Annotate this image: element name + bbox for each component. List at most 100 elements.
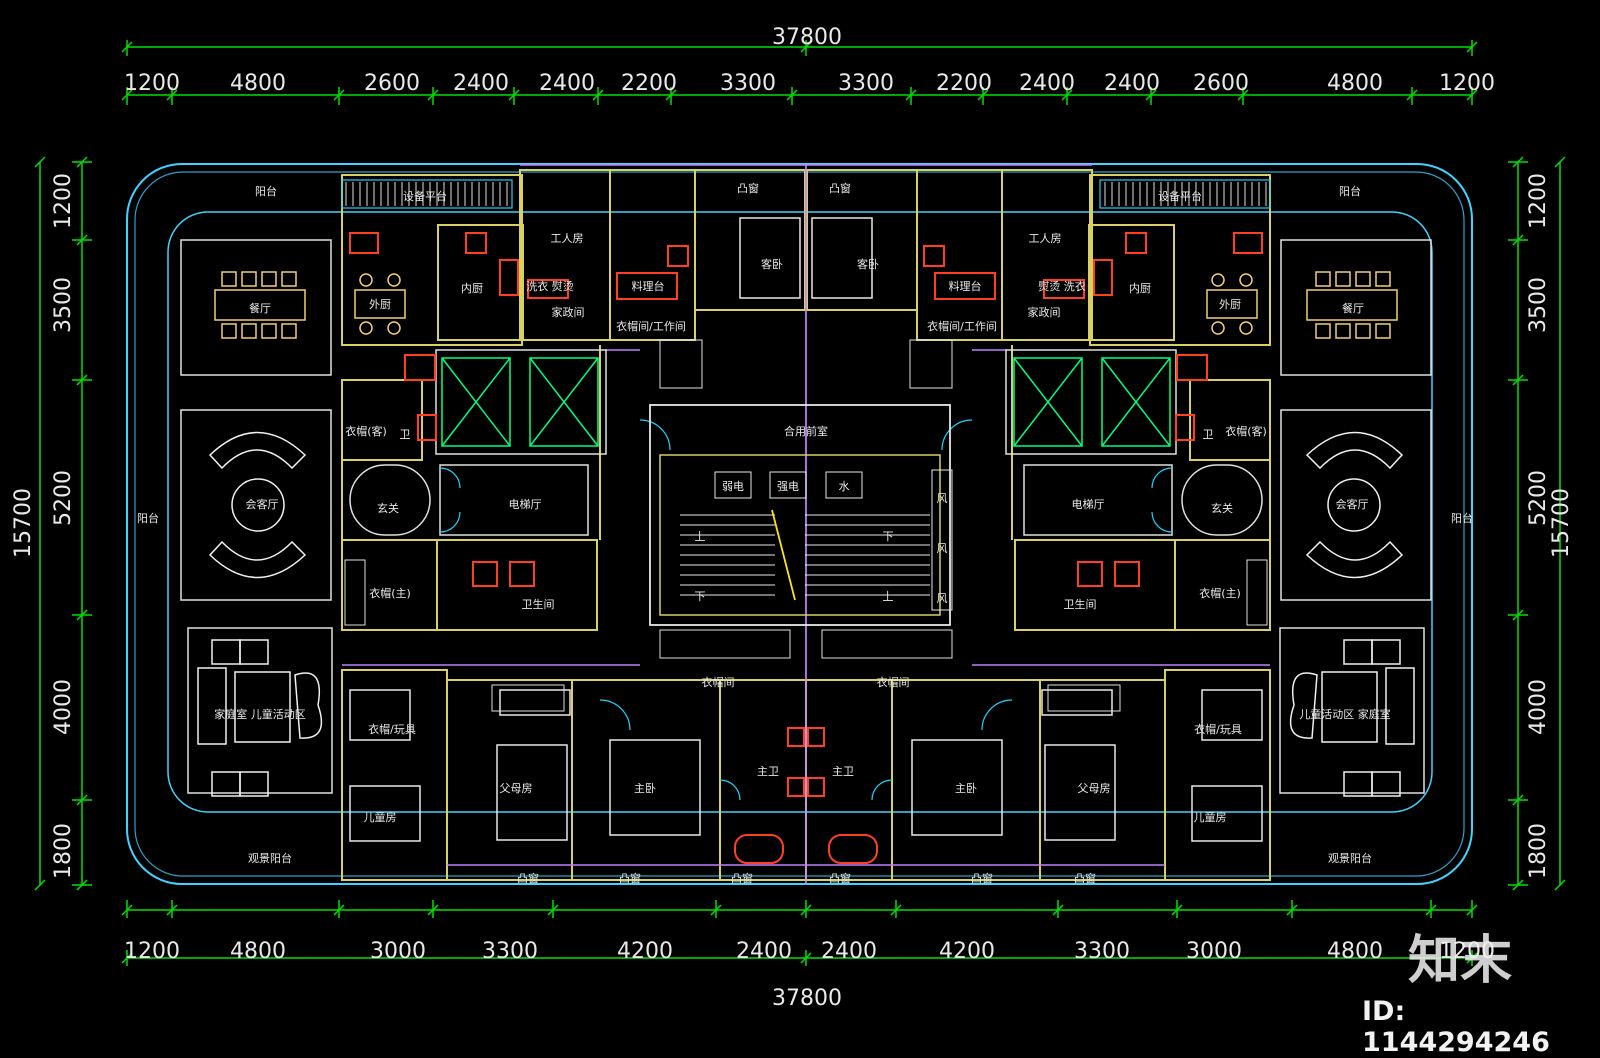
bottom-dim-6: 2400 (736, 939, 792, 964)
label-weak-electric: 弱电 (722, 480, 744, 493)
bottom-dimension-labels: 1200 4800 3000 3300 4200 2400 2400 4200 … (124, 939, 1495, 964)
label-cloak-toys-right: 衣帽/玩具 (1194, 722, 1242, 736)
top-dim-12: 2600 (1193, 71, 1249, 96)
label-master-bedroom-right: 主卧 (955, 782, 977, 795)
label-wc-right: 卫 (1203, 428, 1214, 441)
bottom-overall-dimension: 37800 (772, 986, 842, 1011)
label-household-left: 家政间 (552, 305, 585, 319)
top-dim-10: 2400 (1019, 71, 1075, 96)
label-wc-left: 卫 (400, 428, 411, 441)
label-equipment-platform-right: 设备平台 (1158, 189, 1202, 203)
label-wind-1: 风 (937, 492, 948, 505)
label-bay-window-b2: 凸窗 (619, 871, 641, 885)
label-wind-2: 风 (937, 542, 948, 555)
dimension-lines (39, 46, 1561, 959)
label-view-balcony-left: 观景阳台 (248, 851, 292, 865)
left-dim-2: 3500 (51, 277, 76, 333)
label-master-bath-left: 主卫 (757, 765, 779, 778)
label-bay-window-b6: 凸窗 (1074, 871, 1096, 885)
top-dimension-labels: 1200 4800 2600 2400 2400 2200 3300 3300 … (124, 71, 1495, 96)
left-dim-4: 4000 (51, 679, 76, 735)
bottom-dim-9: 3300 (1074, 939, 1130, 964)
label-parents-left: 父母房 (500, 782, 533, 795)
label-bay-window-2: 凸窗 (829, 181, 851, 195)
label-cloak-guest-right: 衣帽(客) (1225, 424, 1267, 438)
label-shared-lobby: 合用前室 (784, 424, 828, 438)
label-maid-room-right: 工人房 (1029, 232, 1062, 245)
bottom-dim-12: 1200 (1439, 939, 1495, 964)
label-bay-window-b1: 凸窗 (517, 871, 539, 885)
watermark-id: ID: 1144294246 (1362, 996, 1550, 1058)
label-outer-kitchen-left: 外厨 (369, 298, 391, 311)
top-dim-13: 4800 (1327, 71, 1383, 96)
label-balcony-right: 阳台 (1451, 511, 1473, 525)
label-inner-kitchen-left: 内厨 (461, 281, 483, 295)
bottom-dim-11: 4800 (1327, 939, 1383, 964)
top-dim-14: 1200 (1439, 71, 1495, 96)
label-pantry-left: 料理台 (632, 279, 665, 293)
label-equipment-platform-left: 设备平台 (403, 189, 447, 203)
right-dim-4: 4000 (1526, 679, 1551, 735)
label-up-right: 上 (883, 590, 894, 603)
top-dim-9: 2200 (936, 71, 992, 96)
bottom-dim-2: 4800 (230, 939, 286, 964)
label-view-balcony-right: 观景阳台 (1328, 851, 1372, 865)
label-wind-3: 风 (937, 592, 948, 605)
label-laundry-right: 熨烫 洗衣 (1038, 279, 1086, 293)
right-dimension-labels: 1200 3500 5200 4000 1800 15700 (1526, 173, 1574, 879)
left-dimension-labels: 1200 3500 5200 4000 1800 15700 (11, 173, 76, 879)
label-living-right: 会客厅 (1336, 497, 1369, 511)
bottom-dim-4: 3300 (482, 939, 538, 964)
label-bay-window-b3: 凸窗 (731, 871, 753, 885)
label-parents-right: 父母房 (1078, 782, 1111, 795)
bottom-dim-3: 3000 (370, 939, 426, 964)
label-bathroom-right: 卫生间 (1064, 597, 1097, 611)
label-cloak-work-right: 衣帽间/工作间 (927, 319, 997, 333)
label-bay-window-1: 凸窗 (737, 181, 759, 195)
bottom-dim-8: 4200 (939, 939, 995, 964)
top-dim-11: 2400 (1104, 71, 1160, 96)
label-family-left: 家庭室 儿童活动区 (214, 707, 306, 721)
top-overall-dimension: 37800 (772, 25, 842, 50)
label-pantry-right: 料理台 (949, 279, 982, 293)
label-bathroom-left: 卫生间 (522, 597, 555, 611)
right-total-dim: 15700 (1549, 488, 1574, 558)
label-foyer-right: 玄关 (1211, 501, 1233, 515)
label-balcony-top-left: 阳台 (255, 184, 277, 198)
label-dining-left: 餐厅 (249, 301, 271, 315)
top-dim-8: 3300 (838, 71, 894, 96)
left-dim-5: 1800 (51, 823, 76, 879)
label-family-right: 儿童活动区 家庭室 (1299, 707, 1391, 721)
right-dim-1: 1200 (1526, 173, 1551, 229)
top-dim-4: 2400 (453, 71, 509, 96)
label-up-left: 上 (695, 530, 706, 543)
label-kids-right: 儿童房 (1194, 810, 1227, 824)
left-total-dim: 15700 (11, 488, 36, 558)
top-dim-6: 2200 (621, 71, 677, 96)
watermark-logo: 知末 (1408, 931, 1513, 991)
left-dim-3: 5200 (51, 470, 76, 526)
label-inner-kitchen-right: 内厨 (1129, 281, 1151, 295)
label-cloak-master-left: 衣帽(主) (369, 586, 411, 600)
label-balcony-left: 阳台 (137, 511, 159, 525)
label-cloak-guest-left: 衣帽(客) (345, 424, 387, 438)
label-down-right: 下 (883, 530, 894, 543)
label-master-bath-right: 主卫 (832, 765, 854, 778)
label-living-left: 会客厅 (246, 497, 279, 511)
left-dim-1: 1200 (51, 173, 76, 229)
dimension-ticks (34, 40, 1566, 966)
label-elevator-hall-left: 电梯厅 (509, 498, 542, 511)
room-labels: 阳台 设备平台 餐厅 外厨 内厨 工人房 洗衣 熨烫 家政间 料理台 凸窗 客卧… (137, 181, 1473, 885)
label-cloak-work-left: 衣帽间/工作间 (616, 319, 686, 333)
label-down-left: 下 (695, 590, 706, 603)
label-elevator-hall-right: 电梯厅 (1072, 498, 1105, 511)
left-unit-walls (180, 164, 807, 885)
label-bay-window-b4: 凸窗 (829, 871, 851, 885)
label-kids-left: 儿童房 (364, 810, 397, 824)
right-dim-3: 5200 (1526, 470, 1551, 526)
top-dim-7: 3300 (720, 71, 776, 96)
label-balcony-top-right: 阳台 (1339, 184, 1361, 198)
top-dim-1: 1200 (124, 71, 180, 96)
label-dining-right: 餐厅 (1342, 301, 1364, 315)
